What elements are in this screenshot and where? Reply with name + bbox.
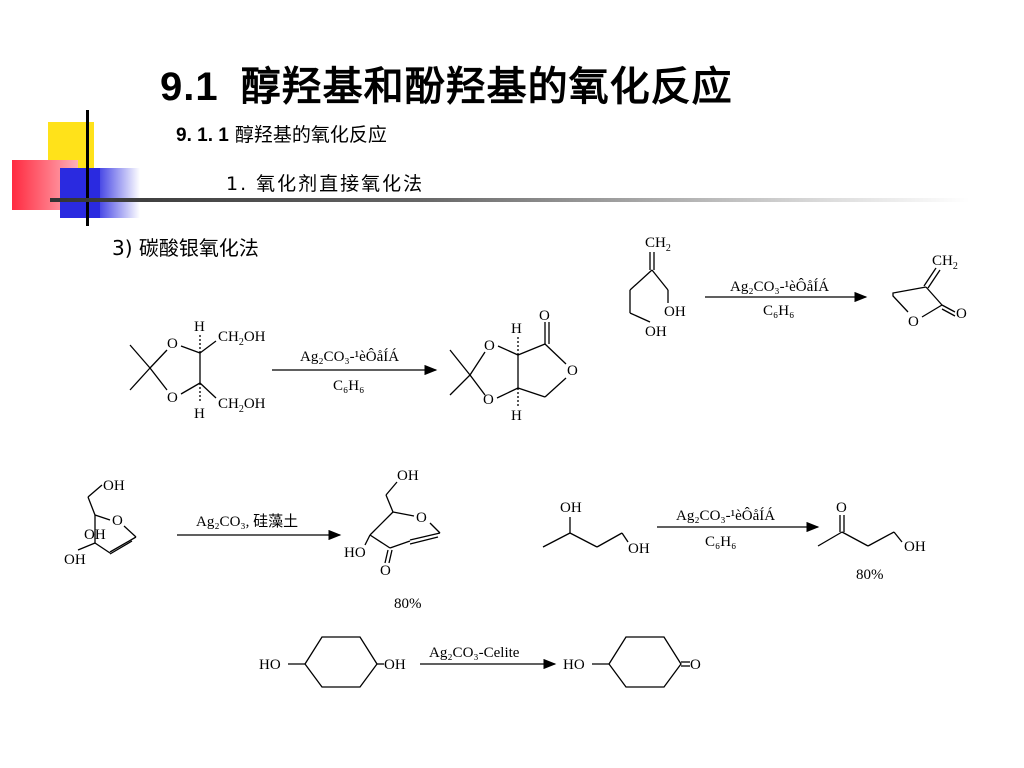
svg-text:O: O: [167, 390, 178, 406]
svg-text:CH2OH: CH2OH: [218, 396, 266, 415]
reaction-1-product: O O H H O O: [449, 308, 578, 424]
reaction-2-reactant: CH2 OH OH: [629, 235, 686, 340]
reaction-3-reagent: Ag₂CO₃, 硅藻土: [196, 513, 298, 530]
method-heading: 1. 氧化剂直接氧化法: [226, 173, 425, 195]
svg-text:O: O: [567, 363, 578, 379]
reaction-5-reagent: Ag₂CO₃-Celite: [429, 645, 520, 661]
reaction-3: OH O OH OH Ag₂CO₃, 硅藻土 OH O: [64, 468, 441, 612]
svg-text:O: O: [690, 657, 701, 673]
deco-blue-fade: [100, 168, 140, 218]
reaction-4-yield: 80%: [856, 567, 884, 583]
section-number: 9. 1. 1: [176, 125, 229, 146]
reaction-3-product: OH O O HO 80%: [344, 468, 441, 612]
svg-text:O: O: [380, 563, 391, 579]
svg-text:HO: HO: [259, 657, 281, 673]
reaction-2-solvent: C₆H₆: [763, 303, 794, 319]
reaction-4-product: O OH 80%: [817, 500, 926, 583]
svg-text:OH: OH: [664, 304, 686, 320]
deco-blue-square: [60, 168, 106, 218]
svg-text:O: O: [484, 338, 495, 354]
reaction-3-reactant: OH O OH OH: [64, 478, 137, 568]
svg-text:HO: HO: [563, 657, 585, 673]
svg-text:OH: OH: [103, 478, 125, 494]
svg-text:CH2OH: CH2OH: [218, 329, 266, 348]
svg-text:CH2: CH2: [645, 235, 671, 254]
svg-text:H: H: [194, 406, 205, 422]
reaction-5-reactant: HO OH: [259, 636, 406, 688]
svg-text:OH: OH: [84, 527, 106, 543]
reaction-1-reagent: Ag₂CO₃-¹èÔåÍÁ: [300, 348, 399, 365]
reaction-3-yield: 80%: [394, 596, 422, 612]
svg-text:OH: OH: [628, 541, 650, 557]
svg-text:OH: OH: [384, 657, 406, 673]
svg-text:CH2: CH2: [932, 253, 958, 272]
svg-text:O: O: [112, 513, 123, 529]
svg-text:H: H: [194, 319, 205, 335]
svg-text:O: O: [416, 510, 427, 526]
reaction-4-reactant: OH OH: [542, 500, 650, 557]
page-title-number: 9.1: [160, 65, 219, 109]
svg-text:H: H: [511, 408, 522, 424]
reaction-2-product: CH2 O O: [892, 253, 967, 330]
section-title: 醇羟基的氧化反应: [234, 124, 387, 146]
reaction-5: HO OH Ag₂CO₃-Celite HO O: [259, 636, 701, 688]
svg-text:OH: OH: [64, 552, 86, 568]
svg-text:OH: OH: [397, 468, 419, 484]
svg-text:O: O: [908, 314, 919, 330]
reaction-4-reagent: Ag₂CO₃-¹èÔåÍÁ: [676, 507, 775, 524]
svg-text:OH: OH: [645, 324, 667, 340]
reaction-2: CH2 OH OH Ag₂CO₃-¹èÔåÍÁ C₆H₆ CH2 O O: [629, 235, 967, 340]
page-title-text: 醇羟基和酚羟基的氧化反应: [240, 64, 733, 110]
svg-text:O: O: [167, 336, 178, 352]
svg-text:OH: OH: [560, 500, 582, 516]
reaction-2-reagent: Ag₂CO₃-¹èÔåÍÁ: [730, 278, 829, 295]
subsection-heading: 3) 碳酸银氧化法: [112, 236, 259, 260]
svg-text:HO: HO: [344, 545, 366, 561]
page-title: 9.1 醇羟基和酚羟基的氧化反应: [160, 54, 733, 112]
reaction-4-solvent: C₆H₆: [705, 534, 736, 550]
svg-text:H: H: [511, 321, 522, 337]
reaction-1-reactant: O O H H CH2OH CH2OH: [129, 319, 266, 422]
deco-horizontal-rule: [50, 198, 970, 202]
reaction-4: OH OH Ag₂CO₃-¹èÔåÍÁ C₆H₆ O OH 80%: [542, 500, 926, 583]
svg-text:O: O: [539, 308, 550, 324]
svg-text:OH: OH: [904, 539, 926, 555]
deco-vertical-line: [86, 110, 89, 226]
section-heading: 9. 1. 1 醇羟基的氧化反应: [176, 120, 387, 147]
reaction-5-product: HO O: [563, 636, 701, 688]
svg-text:O: O: [956, 306, 967, 322]
svg-text:O: O: [836, 500, 847, 516]
reaction-1-solvent: C₆H₆: [333, 378, 364, 394]
svg-text:O: O: [483, 392, 494, 408]
reaction-1: O O H H CH2OH CH2OH Ag₂CO₃-¹èÔåÍÁ C₆H₆ O…: [129, 308, 578, 424]
